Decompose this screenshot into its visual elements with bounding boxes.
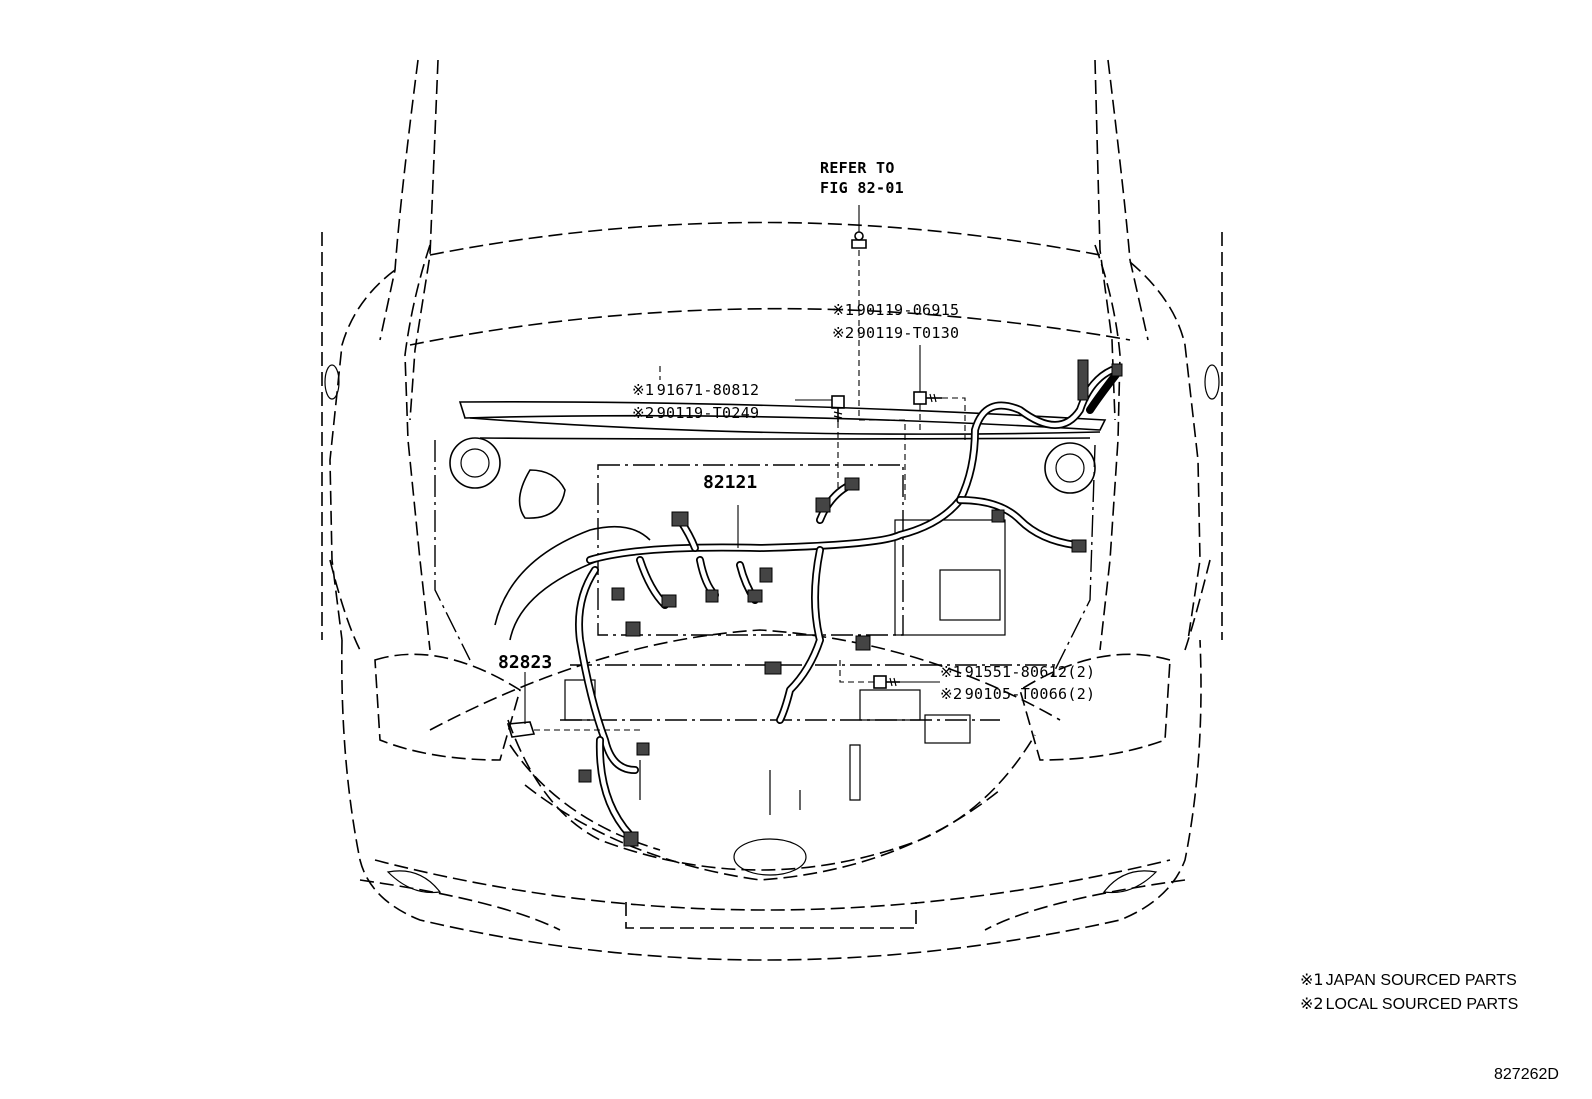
part-code: 91671-80812 xyxy=(656,381,760,399)
legend-text: LOCAL SOURCED PARTS xyxy=(1325,996,1519,1013)
japan-mark: ※1 xyxy=(1300,970,1324,989)
local-mark: ※2 xyxy=(632,404,655,422)
local-mark: ※2 xyxy=(1300,994,1324,1013)
bolt-right-icon xyxy=(873,675,900,689)
bolt-top-right-icon xyxy=(913,391,942,405)
figure-code: 827262D xyxy=(1494,1066,1559,1083)
part-number-82121: 82121 xyxy=(703,472,758,493)
engine-bay xyxy=(434,401,1107,815)
connectors xyxy=(578,359,1123,847)
refer-line-1: REFER TO xyxy=(820,159,895,177)
refer-line-2: FIG 82-01 xyxy=(820,179,904,197)
japan-mark: ※1 xyxy=(832,301,855,319)
part-code: 90119-T0130 xyxy=(856,324,960,342)
part-code: 90105-T0066(2) xyxy=(964,685,1096,703)
part-code: 90119-T0249 xyxy=(656,404,760,422)
japan-mark: ※1 xyxy=(940,663,963,681)
legend-text: JAPAN SOURCED PARTS xyxy=(1325,972,1517,989)
vehicle-outline xyxy=(321,59,1223,961)
refer-to-label: REFER TO FIG 82-01 xyxy=(820,158,904,198)
part-code: 91551-80612(2) xyxy=(964,663,1096,681)
bolt-left-icon xyxy=(831,395,845,422)
clamp-82823 xyxy=(506,721,536,738)
part-number-82823: 82823 xyxy=(498,652,553,673)
local-mark: ※2 xyxy=(940,685,963,703)
bolt-top-center-icon xyxy=(851,231,867,249)
leader-lines xyxy=(524,205,966,731)
part-code: 90119-06915 xyxy=(856,301,960,319)
engine-wire-harness-82121 xyxy=(575,366,1122,839)
local-mark: ※2 xyxy=(832,324,855,342)
japan-mark: ※1 xyxy=(632,381,655,399)
